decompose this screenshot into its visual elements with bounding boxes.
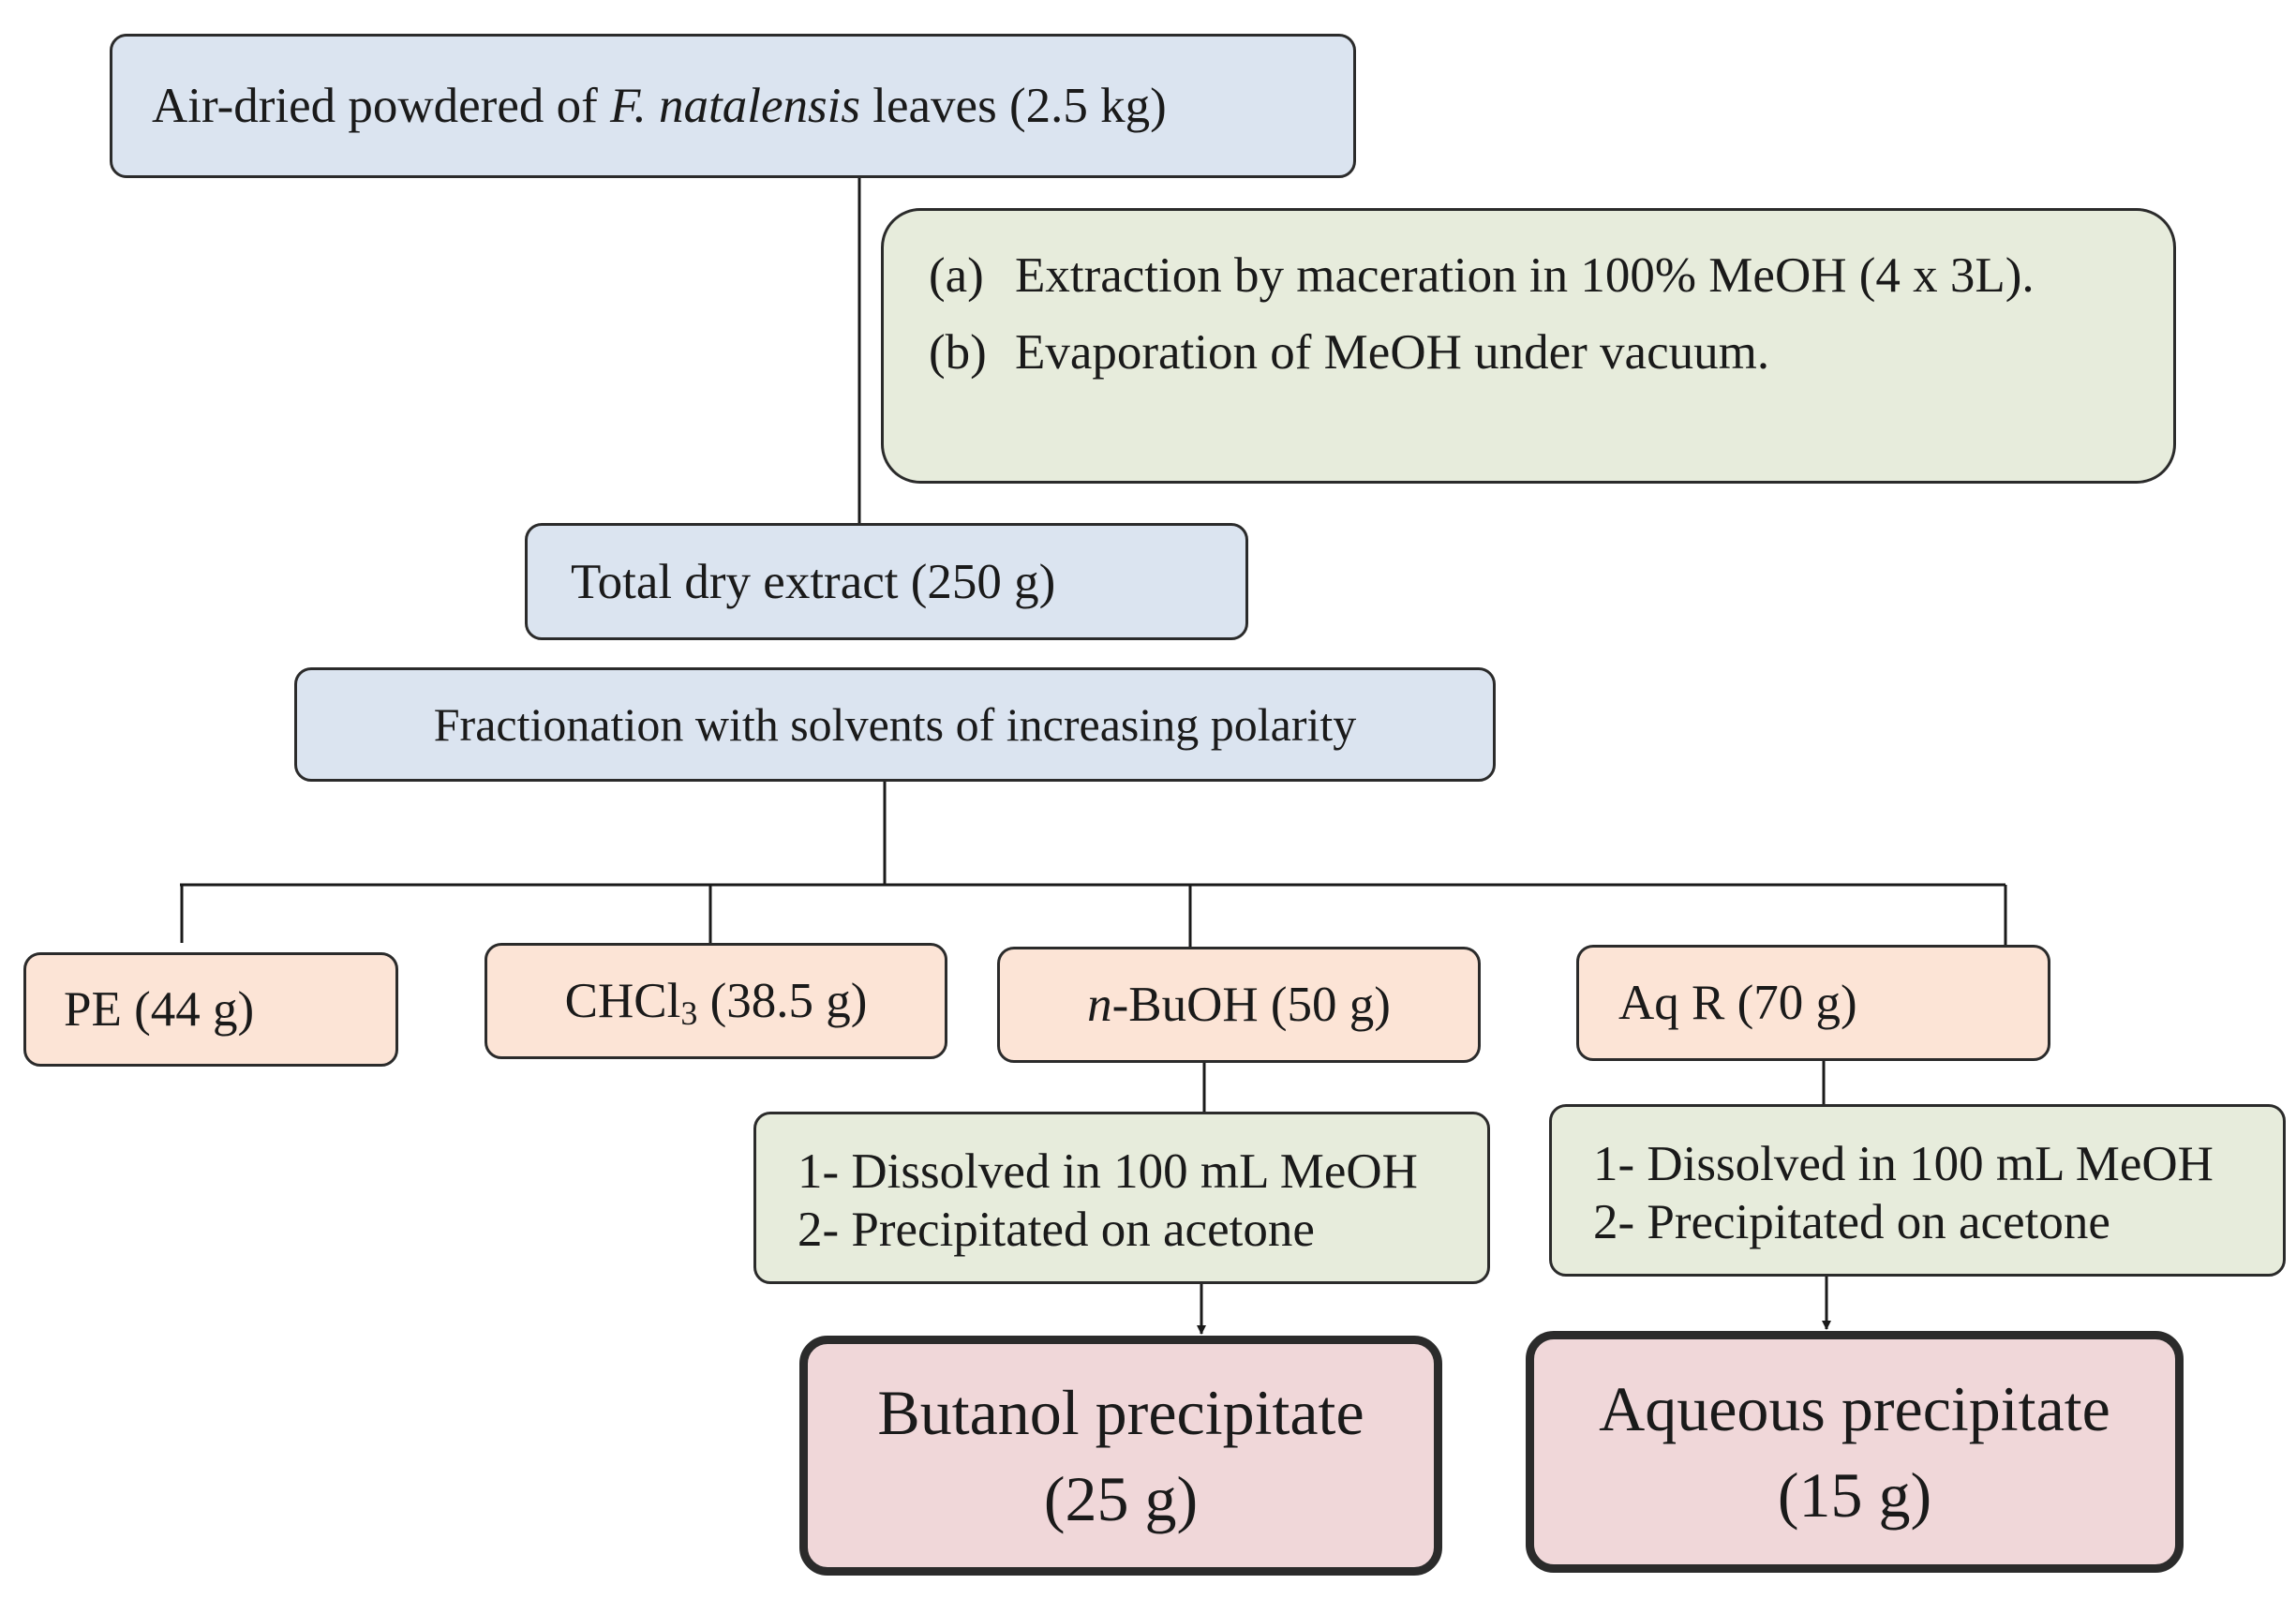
aqueous-precipitate-amount: (15 g) bbox=[1777, 1459, 1932, 1531]
starting-material-box: Air-dried powdered of F. natalensis leav… bbox=[110, 34, 1356, 178]
fraction-buoh-label: n-BuOH (50 g) bbox=[1087, 978, 1391, 1032]
butanol-processing-box: 1- Dissolved in 100 mL MeOH 2- Precipita… bbox=[753, 1112, 1490, 1284]
extraction-step-a: (a) Extraction by maceration in 100% MeO… bbox=[929, 248, 2035, 303]
fraction-aqr-box: Aq R (70 g) bbox=[1576, 945, 2050, 1061]
butanol-step-2: 2- Precipitated on acetone bbox=[798, 1203, 1315, 1257]
butanol-precipitate-content: Butanol precipitate (25 g) bbox=[877, 1369, 1364, 1542]
butanol-precipitate-name: Butanol precipitate bbox=[877, 1377, 1364, 1448]
butanol-precipitate-box: Butanol precipitate (25 g) bbox=[799, 1336, 1442, 1576]
fraction-chcl3-label: CHCl3 (38.5 g) bbox=[564, 974, 868, 1032]
fraction-pe-label: PE (44 g) bbox=[64, 982, 255, 1037]
butanol-processing-steps: 1- Dissolved in 100 mL MeOH 2- Precipita… bbox=[798, 1143, 1418, 1259]
fraction-buoh-box: n-BuOH (50 g) bbox=[997, 947, 1481, 1063]
fractionation-box: Fractionation with solvents of increasin… bbox=[294, 667, 1496, 782]
extraction-steps-list: (a) Extraction by maceration in 100% MeO… bbox=[929, 237, 2035, 391]
fraction-aqr-label: Aq R (70 g) bbox=[1618, 976, 1857, 1030]
butanol-precipitate-amount: (25 g) bbox=[1043, 1463, 1199, 1534]
fraction-chcl3-box: CHCl3 (38.5 g) bbox=[485, 943, 947, 1059]
fraction-pe-box: PE (44 g) bbox=[23, 952, 398, 1067]
aqueous-step-1: 1- Dissolved in 100 mL MeOH bbox=[1593, 1137, 2214, 1191]
total-extract-text: Total dry extract (250 g) bbox=[571, 554, 1056, 609]
extraction-step-b: (b) Evaporation of MeOH under vacuum. bbox=[929, 325, 1770, 380]
butanol-step-1: 1- Dissolved in 100 mL MeOH bbox=[798, 1144, 1418, 1199]
aqueous-precipitate-box: Aqueous precipitate (15 g) bbox=[1526, 1331, 2184, 1573]
aqueous-precipitate-name: Aqueous precipitate bbox=[1599, 1373, 2110, 1444]
starting-material-text: Air-dried powdered of F. natalensis leav… bbox=[152, 79, 1167, 133]
aqueous-step-2: 2- Precipitated on acetone bbox=[1593, 1195, 2110, 1249]
extraction-steps-box: (a) Extraction by maceration in 100% MeO… bbox=[881, 208, 2176, 484]
total-extract-box: Total dry extract (250 g) bbox=[525, 523, 1248, 640]
aqueous-precipitate-content: Aqueous precipitate (15 g) bbox=[1599, 1366, 2110, 1538]
fractionation-text: Fractionation with solvents of increasin… bbox=[433, 698, 1357, 751]
aqueous-processing-steps: 1- Dissolved in 100 mL MeOH 2- Precipita… bbox=[1593, 1135, 2214, 1251]
aqueous-processing-box: 1- Dissolved in 100 mL MeOH 2- Precipita… bbox=[1549, 1104, 2286, 1277]
